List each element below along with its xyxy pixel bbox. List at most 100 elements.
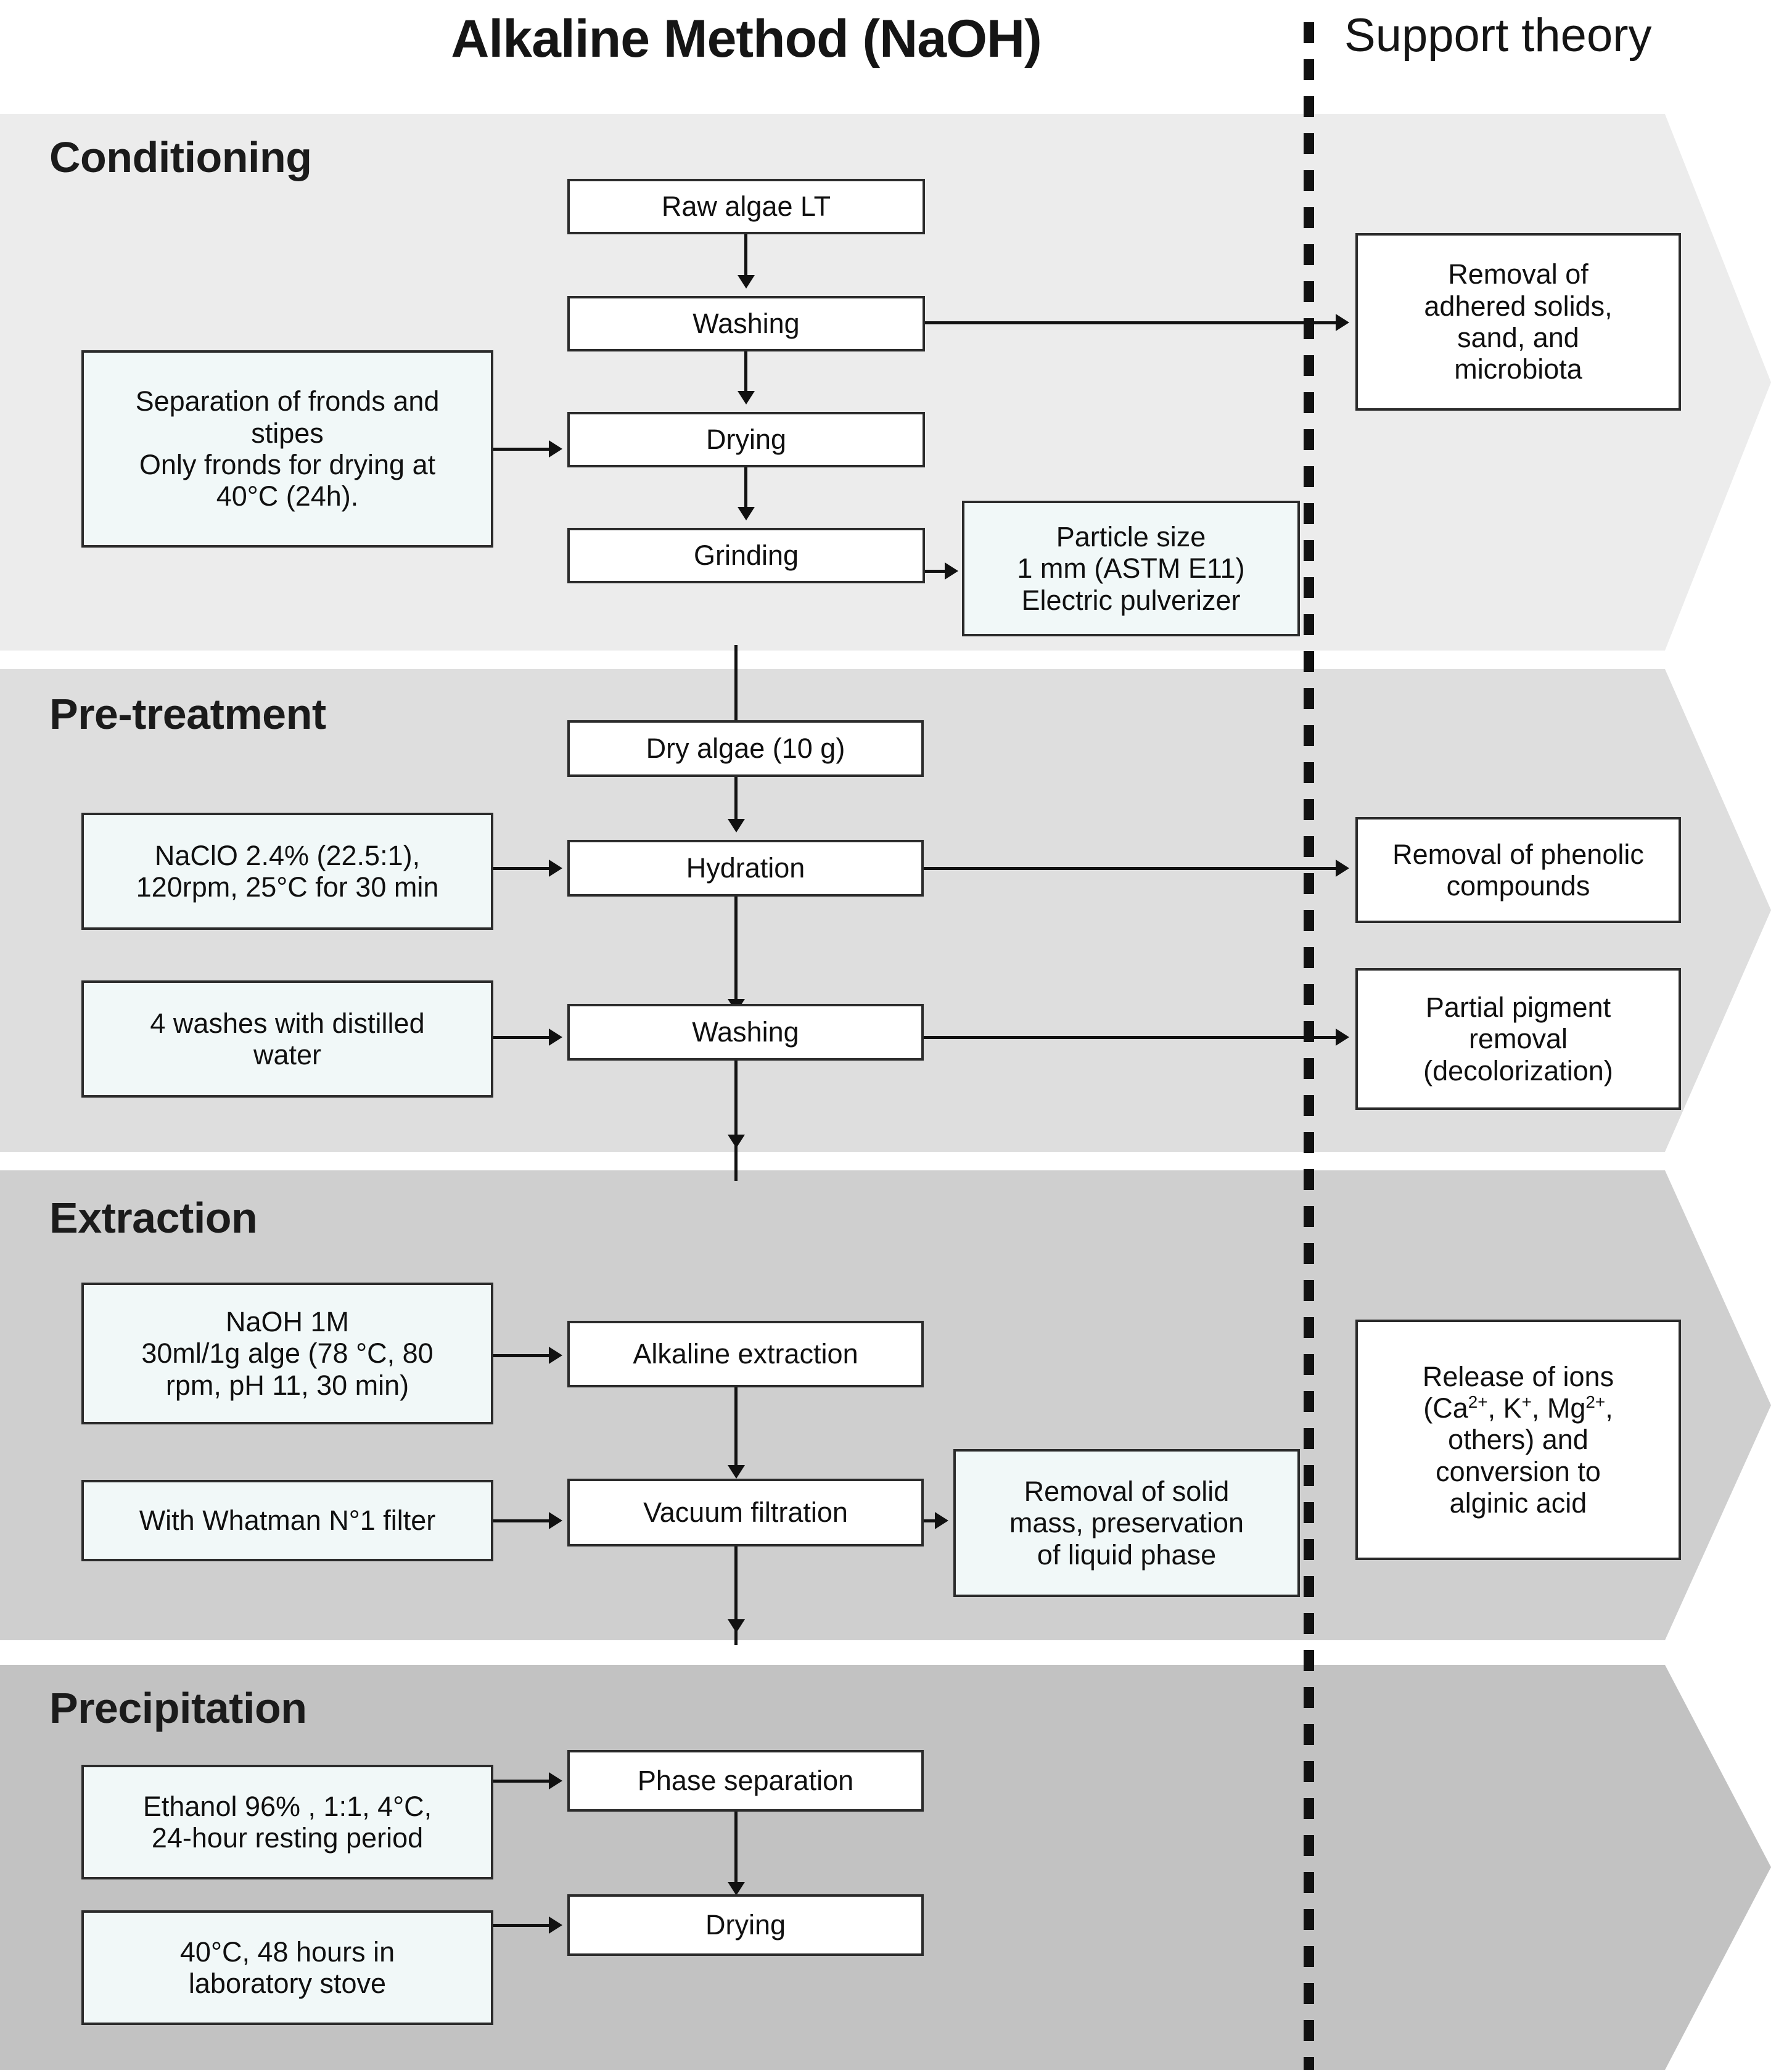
- info-line-1: NaClO 2.4% (22.5:1),: [154, 839, 421, 871]
- process-box-drying-precipitation[interactable]: Drying: [567, 1894, 924, 1956]
- arrowhead-whatman-to-vacuum: [549, 1512, 562, 1529]
- support-box-removal-phenolic[interactable]: Removal of phenolic compounds: [1355, 817, 1681, 923]
- info-box-text: Separation of fronds and stipes Only fro…: [90, 385, 485, 512]
- support-line-5: alginic acid: [1449, 1487, 1587, 1519]
- arrowhead-grinding-to-particle: [945, 562, 958, 580]
- arrowhead-vacuum-to-solid-mass: [935, 1512, 948, 1529]
- phase-label-conditioning: Conditioning: [49, 133, 312, 181]
- phase-label-extraction: Extraction: [49, 1194, 258, 1242]
- process-box-label: Vacuum filtration: [643, 1497, 848, 1529]
- info-line-1: NaOH 1M: [225, 1306, 350, 1338]
- info-line-2: stipes: [251, 417, 324, 449]
- arrowhead-phase-to-drying: [728, 1882, 745, 1895]
- support-box-text: Removal of adhered solids, sand, and mic…: [1364, 258, 1672, 385]
- support-box-release-of-ions[interactable]: Release of ions (Ca2+, K+, Mg2+, others)…: [1355, 1320, 1681, 1560]
- info-line-1: 40°C, 48 hours in: [179, 1936, 395, 1968]
- connector-stove-to-drying: [493, 1924, 550, 1927]
- info-box-text: Removal of solid mass, preservation of l…: [962, 1476, 1291, 1571]
- process-box-washing-conditioning[interactable]: Washing: [567, 296, 925, 351]
- arrowhead-raw-to-washing: [738, 275, 755, 289]
- info-line-2: laboratory stove: [188, 1968, 387, 1999]
- connector-grinding-to-dry-algae: [734, 645, 738, 734]
- connector-dry-algae-to-hydration: [734, 777, 738, 821]
- info-line-1: Separation of fronds and: [135, 385, 440, 417]
- phase-label-pretreatment: Pre-treatment: [49, 690, 326, 738]
- connector-naclo-to-hydration: [493, 867, 550, 870]
- arrowhead-dry-algae-to-hydration: [728, 819, 745, 832]
- process-box-label: Raw algae LT: [661, 191, 831, 223]
- info-box-naoh[interactable]: NaOH 1M 30ml/1g alge (78 °C, 80 rpm, pH …: [81, 1283, 493, 1424]
- connector-whatman-to-vacuum: [493, 1519, 550, 1522]
- info-box-lab-stove[interactable]: 40°C, 48 hours in laboratory stove: [81, 1910, 493, 2025]
- process-box-label: Drying: [705, 424, 787, 456]
- support-line-1: Partial pigment: [1425, 992, 1611, 1024]
- info-line-3: rpm, pH 11, 30 min): [165, 1369, 409, 1401]
- support-line-1: Release of ions: [1422, 1360, 1614, 1392]
- connector-separation-to-drying: [493, 448, 550, 451]
- info-box-four-washes[interactable]: 4 washes with distilled water: [81, 980, 493, 1098]
- process-box-dry-algae[interactable]: Dry algae (10 g): [567, 720, 924, 777]
- info-line-3: of liquid phase: [1037, 1538, 1217, 1571]
- connector-hydration-to-washing: [734, 897, 738, 1001]
- info-box-text: NaClO 2.4% (22.5:1), 120rpm, 25°C for 30…: [90, 840, 485, 903]
- support-line-2: compounds: [1446, 870, 1590, 902]
- connector-washing-to-support-removal: [925, 321, 1337, 324]
- page-title: Alkaline Method (NaOH): [451, 9, 1042, 68]
- arrowhead-separation-to-drying: [549, 440, 562, 458]
- support-line-2: (Ca2+, K+, Mg2+,: [1423, 1392, 1613, 1424]
- connector-ethanol-to-phase: [493, 1780, 550, 1783]
- connector-drying-to-grinding: [744, 467, 747, 509]
- arrowhead-washes-to-washing: [549, 1029, 562, 1046]
- phase-label-precipitation: Precipitation: [49, 1684, 307, 1732]
- arrowhead-washing-to-support-removal: [1336, 314, 1349, 331]
- connector-naoh-to-alkaline: [493, 1354, 550, 1357]
- arrowhead-drying-to-grinding: [738, 507, 755, 520]
- process-box-raw-algae[interactable]: Raw algae LT: [567, 179, 925, 234]
- info-line-2: 24-hour resting period: [151, 1822, 424, 1854]
- support-line-4: conversion to: [1436, 1455, 1601, 1487]
- info-box-ethanol[interactable]: Ethanol 96% , 1:1, 4°C, 24-hour resting …: [81, 1765, 493, 1879]
- process-box-washing-pretreatment[interactable]: Washing: [567, 1004, 924, 1061]
- support-line-1: Removal of phenolic: [1392, 838, 1644, 870]
- support-line-4: microbiota: [1454, 353, 1582, 385]
- support-box-text: Release of ions (Ca2+, K+, Mg2+, others)…: [1364, 1361, 1672, 1519]
- process-box-label: Hydration: [686, 852, 805, 884]
- info-line-2: 120rpm, 25°C for 30 min: [136, 871, 439, 903]
- process-box-label: Alkaline extraction: [633, 1338, 858, 1370]
- arrowhead-hydration-to-support-phenolic: [1336, 860, 1349, 877]
- support-box-removal-adhered-solids[interactable]: Removal of adhered solids, sand, and mic…: [1355, 233, 1681, 411]
- info-box-naclo[interactable]: NaClO 2.4% (22.5:1), 120rpm, 25°C for 30…: [81, 813, 493, 930]
- support-line-3: sand, and: [1457, 322, 1579, 353]
- connector-washing-to-support-pigment: [924, 1036, 1337, 1039]
- info-line-1: 4 washes with distilled: [150, 1007, 425, 1039]
- process-box-alkaline-extraction[interactable]: Alkaline extraction: [567, 1321, 924, 1387]
- connector-alkaline-to-vacuum: [734, 1387, 738, 1468]
- process-box-vacuum-filtration[interactable]: Vacuum filtration: [567, 1479, 924, 1546]
- process-box-drying-conditioning[interactable]: Drying: [567, 412, 925, 467]
- info-box-separation-fronds[interactable]: Separation of fronds and stipes Only fro…: [81, 350, 493, 548]
- process-box-grinding[interactable]: Grinding: [567, 528, 925, 583]
- info-line-2: 30ml/1g alge (78 °C, 80: [141, 1337, 434, 1370]
- process-box-label: Phase separation: [637, 1765, 854, 1797]
- support-line-2: removal: [1468, 1023, 1568, 1055]
- process-box-phase-separation[interactable]: Phase separation: [567, 1750, 924, 1812]
- vertical-dashed-divider: [1304, 22, 1314, 2070]
- connector-phase-to-drying: [734, 1812, 738, 1884]
- info-line-2: 1 mm (ASTM E11): [1017, 552, 1245, 585]
- support-line-2: adhered solids,: [1424, 290, 1613, 322]
- info-box-text: 4 washes with distilled water: [90, 1008, 485, 1071]
- support-box-text: Removal of phenolic compounds: [1364, 839, 1672, 902]
- info-line-1: Particle size: [1056, 521, 1206, 553]
- process-box-label: Washing: [693, 308, 800, 340]
- support-line-1: Removal of: [1448, 258, 1589, 290]
- info-box-particle-size[interactable]: Particle size 1 mm (ASTM E11) Electric p…: [962, 501, 1300, 636]
- info-box-whatman-filter[interactable]: With Whatman N°1 filter: [81, 1480, 493, 1561]
- connector-vacuum-to-precipitation: [734, 1546, 738, 1645]
- connector-raw-to-washing: [744, 234, 747, 277]
- process-box-hydration[interactable]: Hydration: [567, 840, 924, 897]
- support-line-3: others) and: [1448, 1424, 1589, 1456]
- info-box-removal-solid-mass[interactable]: Removal of solid mass, preservation of l…: [953, 1449, 1300, 1597]
- support-box-text: Partial pigment removal (decolorization): [1364, 992, 1672, 1086]
- support-box-partial-pigment-removal[interactable]: Partial pigment removal (decolorization): [1355, 968, 1681, 1110]
